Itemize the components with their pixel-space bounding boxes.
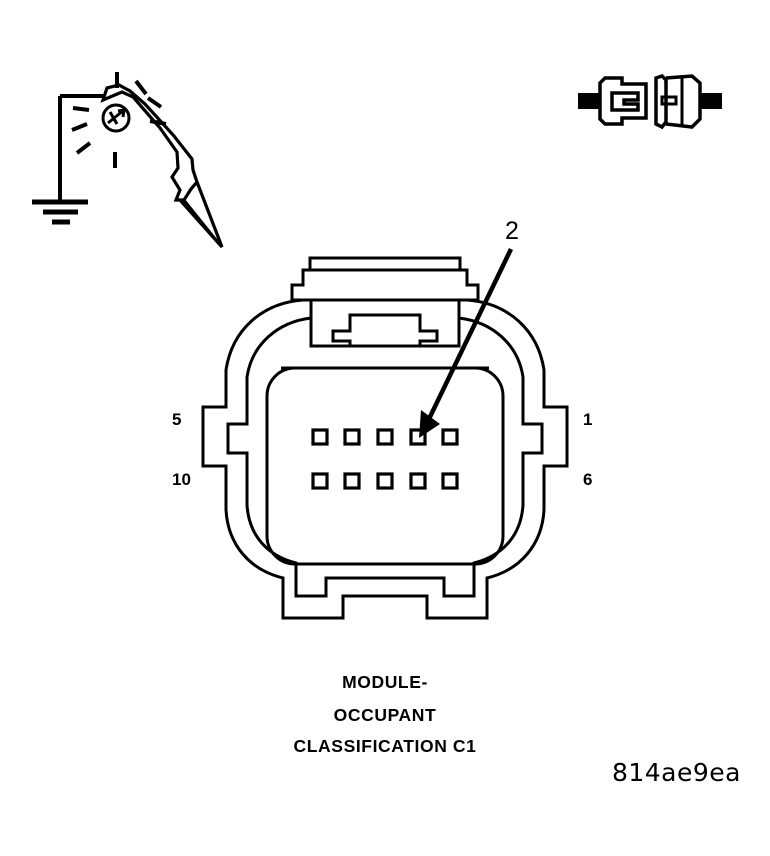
connector-top-shoulder [290,268,480,302]
probe-body [100,83,224,249]
module-occupant-classification-connector [201,256,569,620]
female-half-socket-slot [660,95,678,106]
caption-line-1: MODULE- [342,672,428,692]
light-ray-3 [146,96,163,109]
pin-cavity-7[interactable] [409,472,427,490]
pin-cavity-5[interactable] [311,428,329,446]
callout-leader-arrow [419,248,514,438]
pin-cavity-6[interactable] [441,472,459,490]
female-half-collar [654,73,668,130]
male-half-blade [610,91,640,112]
probe-tip [178,181,224,249]
test-light-probe [32,72,224,249]
male-half-housing [598,76,648,126]
light-ray-2 [134,79,148,96]
chassis-ground-icon [32,94,105,225]
lamp-light-rays [71,72,167,168]
probe-tip-inner-edge [182,199,223,247]
pin-cavity-4[interactable] [343,428,361,446]
connector-middle-shell [226,316,544,598]
light-ray-4 [149,119,167,126]
pin-cavity-9[interactable] [343,472,361,490]
pin-cavity-8[interactable] [376,472,394,490]
pin-label-top-right: 1 [583,410,592,429]
inline-connector-pair [578,73,722,130]
probe-handle-outline [100,83,199,202]
right-wire-stub [700,93,722,109]
callout-number-label: 2 [505,217,519,245]
pin-cavity-1[interactable] [441,428,459,446]
connector-outer-shell [201,298,569,620]
left-wire-stub [578,93,600,109]
light-ray-7 [75,141,92,155]
caption-line-2: OCCUPANT [334,705,437,725]
pin-cavity-10[interactable] [311,472,329,490]
probe-lamp-filament [107,108,126,125]
pin-cavity-2[interactable] [409,428,427,446]
pin-label-bottom-right: 6 [583,470,592,489]
pin-cavity-grid [311,428,459,490]
caption-line-3: CLASSIFICATION C1 [294,736,477,756]
connector-inner-face [265,366,505,566]
connector-latch-box [309,298,461,348]
figure-code-label: 814ae9ea [612,758,741,787]
connector-top-plate [308,256,462,272]
probe-lamp-circle [101,103,131,133]
callout-arrowhead [419,410,440,438]
pin-cavity-3[interactable] [376,428,394,446]
pin-label-bottom-left: 10 [172,470,191,489]
callout-leader-line [425,248,514,422]
light-ray-5 [72,106,90,112]
light-ray-6 [71,122,88,132]
pin-label-top-left: 5 [172,410,181,429]
connector-latch-tab [331,313,439,348]
